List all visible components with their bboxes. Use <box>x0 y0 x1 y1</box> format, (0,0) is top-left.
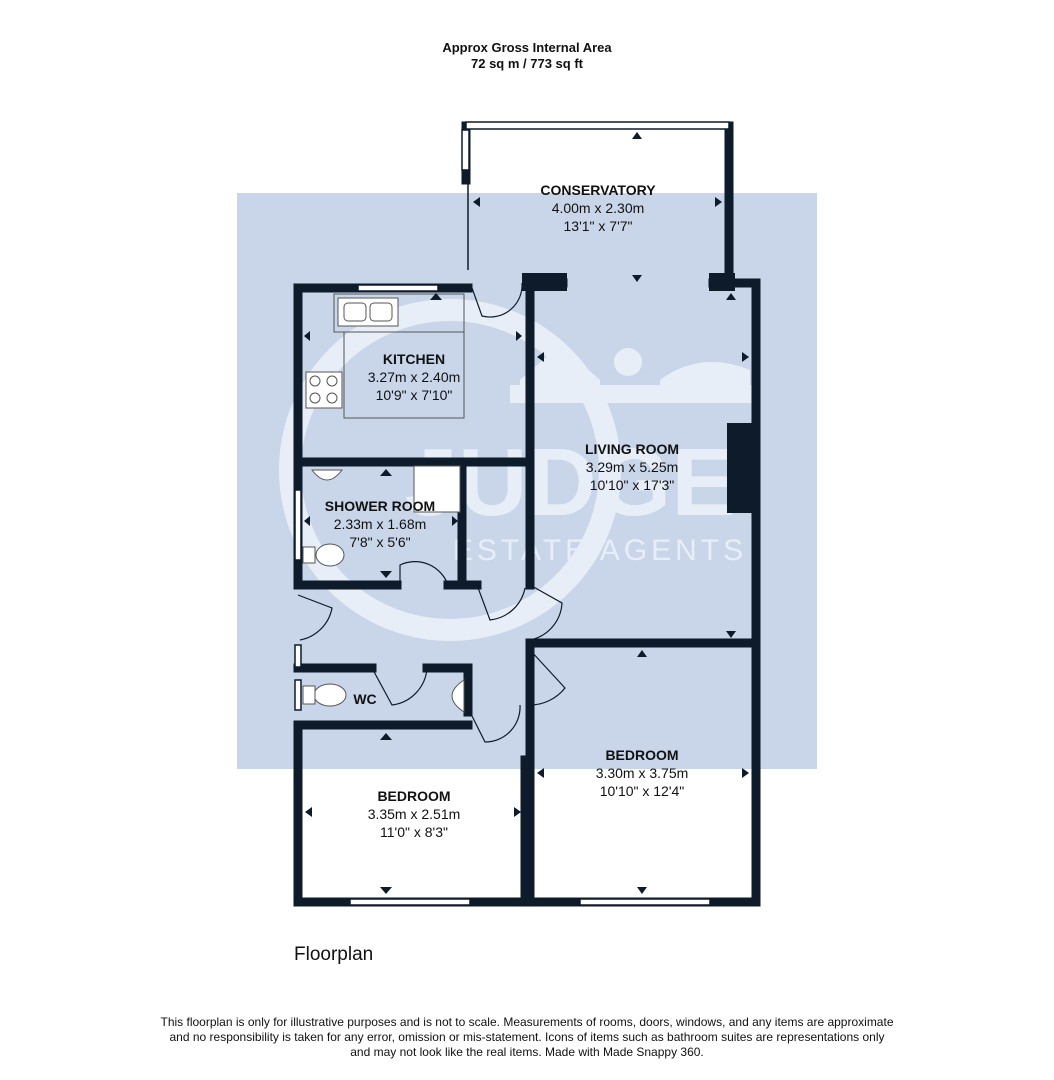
toilet-cistern-icon <box>302 685 316 705</box>
door-swing <box>297 594 333 641</box>
area-value: 72 sq m / 773 sq ft <box>471 56 583 71</box>
arrow-down-icon <box>637 887 647 894</box>
toilet-icon <box>315 543 345 567</box>
arrow-up-icon <box>726 293 736 300</box>
room-kitchen: KITCHEN 3.27m x 2.40m 10'9" x 7'10" <box>368 351 461 403</box>
room-bedroom-2: BEDROOM 3.35m x 2.51m 11'0" x 8'3" <box>368 788 461 840</box>
arrow-up-icon <box>637 650 647 657</box>
arrow-down-icon <box>380 571 392 578</box>
hob-ring-icon <box>309 375 321 387</box>
arrow-up-icon <box>632 132 642 139</box>
arrow-up-icon <box>380 469 392 476</box>
arrow-up-icon <box>430 293 442 300</box>
room-name: SHOWER ROOM <box>325 498 435 514</box>
arrow-left-icon <box>304 331 310 341</box>
room-name: WC <box>353 691 376 707</box>
watermark-tagline: ESTATE AGENTS <box>453 534 747 567</box>
room-conservatory: CONSERVATORY 4.00m x 2.30m 13'1" x 7'7" <box>540 182 656 234</box>
disclaimer: This floorplan is only for illustrative … <box>160 1015 894 1059</box>
door-swing <box>399 561 449 586</box>
arrow-down-icon <box>726 631 736 638</box>
pillar <box>727 423 754 513</box>
room-wc: WC <box>353 691 376 707</box>
arrow-right-icon <box>715 197 722 207</box>
sink-bowl-icon <box>343 302 367 322</box>
window <box>294 679 302 711</box>
doors <box>297 175 566 743</box>
room-imperial: 10'10" x 12'4" <box>600 783 685 799</box>
room-name: LIVING ROOM <box>585 441 679 457</box>
room-metric: 2.33m x 1.68m <box>334 516 427 532</box>
room-name: BEDROOM <box>605 747 678 763</box>
room-imperial: 10'9" x 7'10" <box>376 387 453 403</box>
arrow-left-icon <box>304 516 310 526</box>
hob-ring-icon <box>326 375 338 387</box>
window <box>465 121 730 130</box>
windows <box>294 121 730 906</box>
fixtures <box>302 293 465 713</box>
door-swing <box>469 704 521 743</box>
kitchen-counter <box>343 331 465 419</box>
pillar <box>709 273 735 291</box>
pillar <box>522 273 567 291</box>
arrow-left-icon <box>537 768 544 778</box>
window <box>349 898 471 906</box>
window <box>294 644 302 668</box>
room-metric: 3.35m x 2.51m <box>368 806 461 822</box>
room-metric: 3.30m x 3.75m <box>596 765 689 781</box>
toilet-icon <box>313 683 347 707</box>
hob-ring-icon <box>326 392 338 404</box>
arrow-right-icon <box>514 807 521 817</box>
room-shower-room: SHOWER ROOM 2.33m x 1.68m 7'8" x 5'6" <box>325 498 435 550</box>
arrow-right-icon <box>452 516 458 526</box>
watermark-logo-icon <box>279 299 760 641</box>
room-imperial: 7'8" x 5'6" <box>349 534 410 550</box>
room-name: CONSERVATORY <box>540 182 656 198</box>
arrow-down-icon <box>632 275 642 282</box>
room-bedroom-1: BEDROOM 3.30m x 3.75m 10'10" x 12'4" <box>596 747 689 799</box>
room-imperial: 13'1" x 7'7" <box>564 218 633 234</box>
room-metric: 4.00m x 2.30m <box>552 200 645 216</box>
room-name: KITCHEN <box>383 351 445 367</box>
hob-ring-icon <box>309 392 321 404</box>
arrow-left-icon <box>537 352 544 362</box>
door-swing <box>529 584 563 641</box>
door-swing <box>371 667 428 706</box>
shower-tray-icon <box>413 465 461 513</box>
arrow-right-icon <box>742 768 749 778</box>
window <box>461 129 470 171</box>
arrow-right-icon <box>742 352 749 362</box>
room-imperial: 10'10" x 17'3" <box>590 477 675 493</box>
arrow-left-icon <box>305 807 312 817</box>
arrow-left-icon <box>473 197 480 207</box>
area-title: Approx Gross Internal Area <box>442 40 612 55</box>
basin-icon <box>310 469 344 481</box>
arrow-down-icon <box>380 887 392 894</box>
toilet-cistern-icon <box>302 546 316 564</box>
room-metric: 3.27m x 2.40m <box>368 369 461 385</box>
room-name: BEDROOM <box>377 788 450 804</box>
basin-icon <box>451 679 465 713</box>
room-metric: 3.29m x 5.25m <box>586 459 679 475</box>
arrow-right-icon <box>516 331 522 341</box>
arrow-up-icon <box>380 733 392 740</box>
window <box>357 284 439 292</box>
door-swing <box>476 584 526 621</box>
room-living-room: LIVING ROOM 3.29m x 5.25m 10'10" x 17'3" <box>585 441 679 493</box>
room-imperial: 11'0" x 8'3" <box>380 824 448 840</box>
area-header: Approx Gross Internal Area 72 sq m / 773… <box>0 40 1054 72</box>
window <box>294 489 302 561</box>
floor-title: Floorplan <box>294 944 374 965</box>
pillars <box>522 273 754 513</box>
door-swing <box>471 282 523 318</box>
sink-bowl-icon <box>369 302 393 322</box>
window <box>579 898 711 906</box>
dimension-arrows <box>304 132 749 894</box>
door-swing <box>529 649 566 706</box>
